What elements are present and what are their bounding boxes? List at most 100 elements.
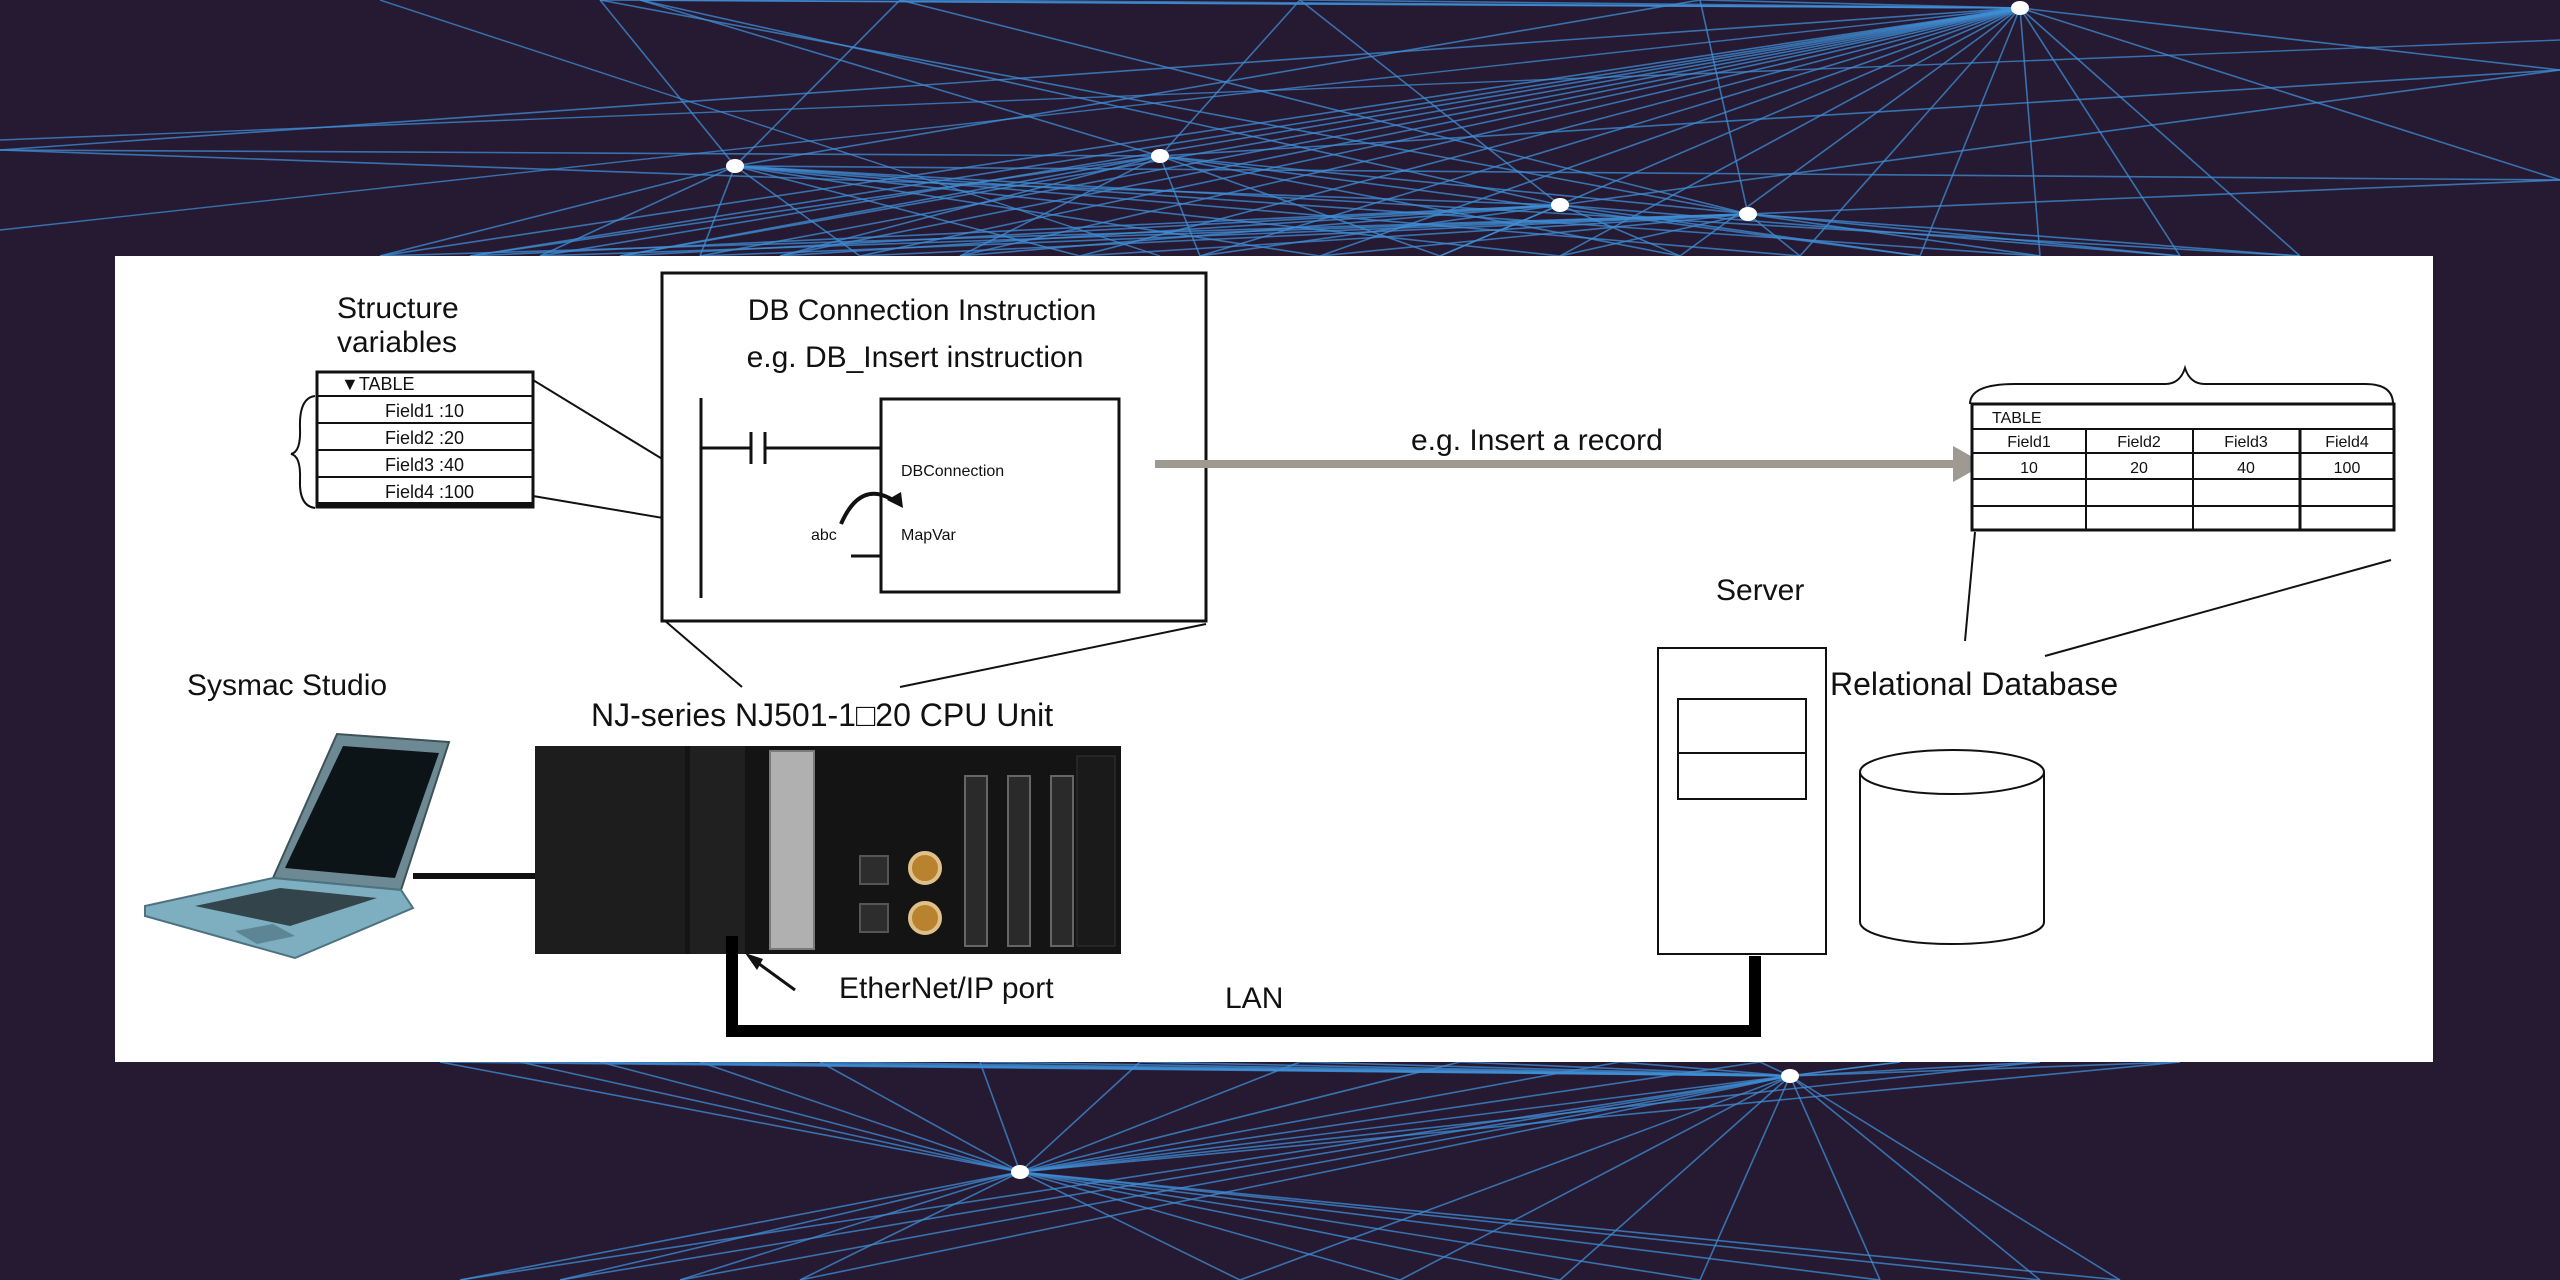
- network-node: [726, 159, 744, 173]
- network-line: [679, 1075, 1791, 1280]
- server-drive-2: [1677, 752, 1807, 800]
- insert-arrow-label: e.g. Insert a record: [1411, 424, 1663, 457]
- structure-variables-title-line2: variables: [337, 326, 457, 359]
- server: Server: [1657, 574, 1827, 955]
- power-supply-module: [535, 746, 685, 954]
- instruction-title-line1: DB Connection Instruction: [748, 294, 1097, 327]
- structure-field-3: Field3 :40: [385, 455, 464, 475]
- insert-arrow: e.g. Insert a record: [1155, 424, 1985, 482]
- network-line: [379, 165, 736, 257]
- zoom-line-right: [899, 623, 1207, 688]
- network-line: [1019, 1061, 1761, 1173]
- network-line: [1559, 213, 1749, 257]
- network-line: [1159, 155, 1201, 257]
- server-box: [1657, 647, 1827, 955]
- network-line: [599, 1061, 1021, 1173]
- connector-2: [908, 901, 942, 935]
- network-node: [1151, 149, 1169, 163]
- network-line: [1699, 0, 1749, 215]
- db-header-field4: Field4: [2325, 434, 2369, 451]
- laptop-keyboard: [195, 888, 377, 926]
- network-line: [734, 165, 861, 257]
- cpu-unit: NJ-series NJ501-1□20 CPU Unit: [535, 697, 1121, 954]
- network-line: [1019, 1171, 1881, 1280]
- network-line: [679, 1171, 1021, 1280]
- network-line: [1019, 1171, 1701, 1280]
- network-line: [1299, 1061, 1791, 1077]
- network-node: [1781, 1069, 1799, 1083]
- network-line: [439, 1061, 1021, 1173]
- network-line: [1239, 1075, 1791, 1280]
- network-line: [1159, 0, 1301, 157]
- network-line: [459, 1171, 1021, 1280]
- mapping-arc: [839, 491, 898, 525]
- fb-input-mapvar: MapVar: [901, 527, 957, 544]
- db-header-field2: Field2: [2117, 434, 2161, 451]
- network-line: [779, 155, 1161, 257]
- server-drive-1: [1677, 698, 1807, 754]
- sysmac-studio-label: Sysmac Studio: [187, 669, 387, 702]
- lan-label: LAN: [1225, 982, 1283, 1015]
- db-zoom-line-left: [1964, 531, 1976, 642]
- network-line: [734, 165, 1081, 257]
- network-line: [1747, 213, 2301, 257]
- network-line: [1559, 204, 1681, 257]
- network-line: [1789, 1075, 2041, 1280]
- network-line: [734, 165, 2041, 257]
- network-line: [1789, 1061, 2041, 1077]
- network-line: [699, 165, 736, 257]
- network-line: [1459, 1061, 1791, 1077]
- network-node: [1551, 198, 1569, 212]
- structure-field-1: Field1 :10: [385, 401, 464, 421]
- system-diagram: Structure variables ▼TABLE Field1 :10 Fi…: [144, 271, 2396, 1037]
- network-line: [1789, 1075, 2121, 1280]
- zoom-line-left: [663, 619, 743, 688]
- network-line: [734, 0, 901, 167]
- network-line: [1789, 1061, 1901, 1077]
- cpu-module: [690, 746, 745, 954]
- network-line: [0, 7, 2021, 231]
- network-line: [1439, 204, 1561, 257]
- network-line: [779, 7, 2021, 257]
- db-header-field1: Field1: [2007, 434, 2051, 451]
- laptop-touchpad: [235, 924, 295, 944]
- instruction-title-line2: e.g. DB_Insert instruction: [747, 341, 1084, 374]
- structure-variables-title-line1: Structure: [337, 292, 459, 325]
- network-line: [979, 1061, 1021, 1173]
- network-line: [959, 7, 2021, 257]
- structure-table-frame: [315, 370, 535, 509]
- network-line: [734, 165, 1321, 257]
- network-line: [639, 0, 1561, 206]
- network-line: [859, 213, 1749, 257]
- laptop: Sysmac Studio: [144, 669, 451, 960]
- network-line: [469, 7, 2021, 257]
- network-line: [0, 149, 1161, 157]
- fb-input-dbconnection: DBConnection: [901, 463, 1004, 480]
- relational-database-label: Relational Database: [1830, 666, 2118, 702]
- structure-brace: [290, 395, 316, 509]
- network-line: [1699, 1075, 1791, 1280]
- connector-1: [908, 851, 942, 885]
- structure-table-header: ▼TABLE: [341, 374, 415, 394]
- db-value-field4: 100: [2334, 460, 2361, 477]
- lan-cable: [726, 936, 1761, 1037]
- network-line: [1399, 1075, 1791, 1280]
- cpu-unit-label: NJ-series NJ501-1□20 CPU Unit: [591, 697, 1053, 733]
- network-line: [734, 165, 2560, 181]
- network-node: [1739, 207, 1757, 221]
- network-line: [1019, 1171, 2121, 1280]
- network-line: [1019, 1171, 1401, 1280]
- network-node: [1011, 1165, 1029, 1179]
- ethernet-jack-1: [859, 855, 889, 885]
- network-line: [1747, 213, 2041, 257]
- db-value-field1: 10: [2020, 460, 2038, 477]
- fb-variable-abc: abc: [811, 527, 837, 544]
- network-line: [459, 1075, 1791, 1280]
- insert-arrow-head: [1953, 446, 1985, 482]
- end-cover: [1076, 755, 1116, 947]
- network-line: [469, 155, 1161, 257]
- network-line: [599, 0, 1749, 215]
- network-line: [1319, 213, 1749, 257]
- network-line: [1159, 69, 2560, 157]
